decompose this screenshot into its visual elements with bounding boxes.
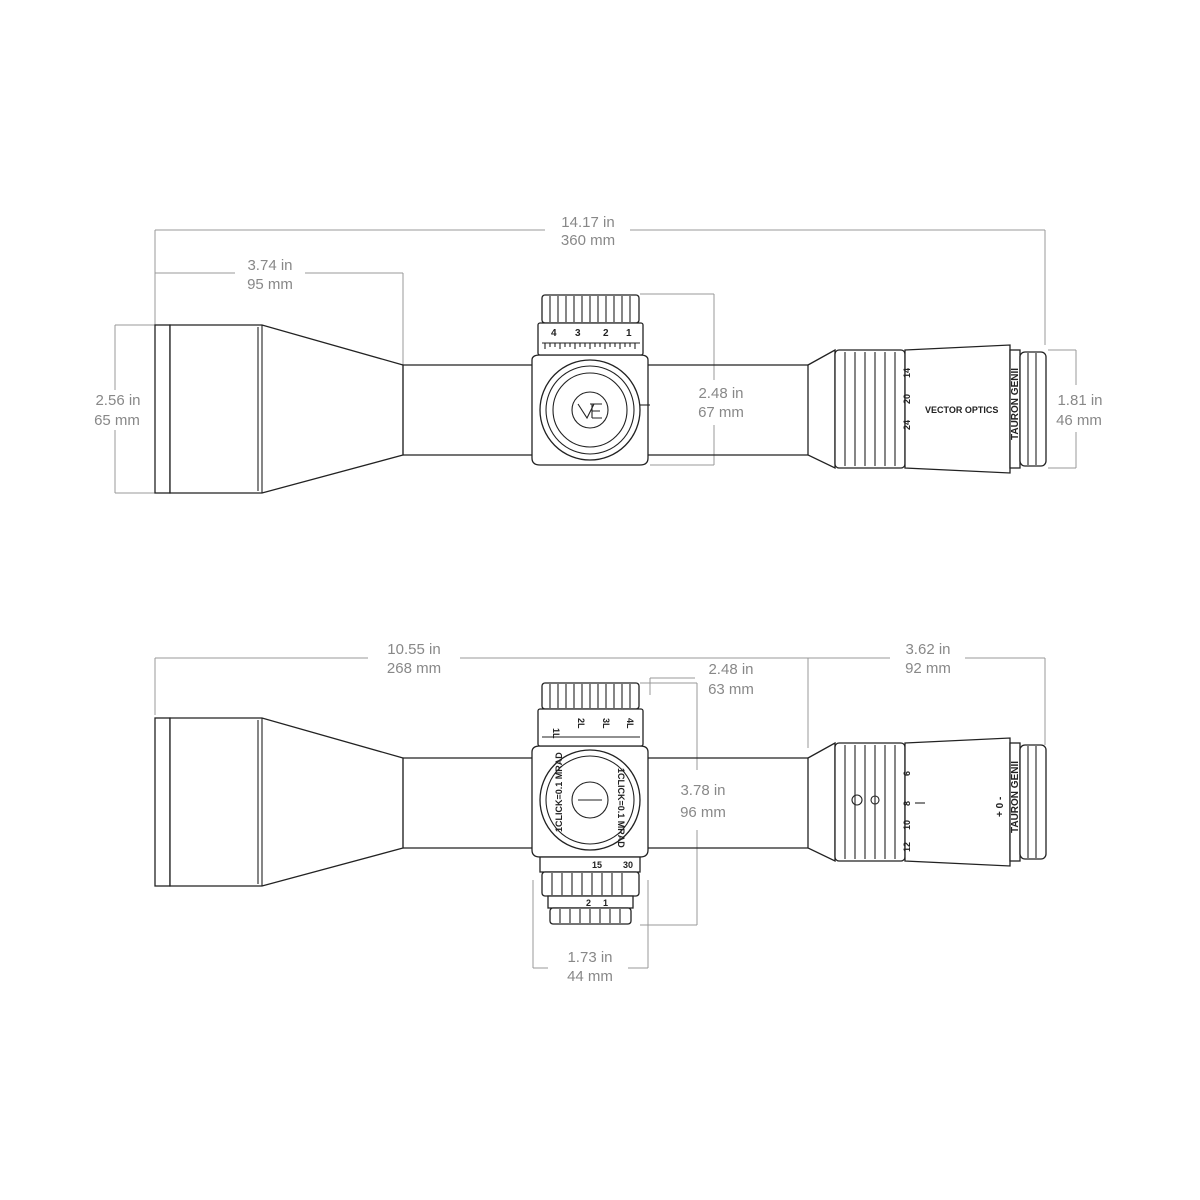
turret-width-mm: 44 mm (567, 968, 613, 985)
objective-length-in: 3.74 in (247, 257, 292, 274)
illum-mark: 1 (603, 898, 608, 908)
turret-height-in: 3.78 in (680, 782, 725, 799)
main-tube-side (402, 741, 836, 863)
zoom-mark: 6 (902, 771, 912, 776)
front-length-mm: 268 mm (387, 660, 441, 677)
turret-height-dimension (640, 682, 698, 926)
zoom-mark: 24 (902, 420, 912, 430)
turret-mark: 2L (576, 718, 586, 729)
turret-offset-dimension (649, 677, 695, 695)
click-text: 1CLICK=0.1 MRAD (554, 752, 564, 832)
click-text: 1CLICK=0.1 MRAD (616, 768, 626, 848)
zoom-mark: 20 (902, 394, 912, 404)
turret-number: 1 (626, 328, 632, 339)
turret-number: 2 (603, 328, 609, 339)
eyepiece-diameter-in: 1.81 in (1057, 392, 1102, 409)
objective-diameter-mm: 65 mm (94, 412, 140, 429)
parallax-mark: 30 (623, 860, 633, 870)
turret-number: 4 (551, 328, 557, 339)
turret-mark: 3L (601, 718, 611, 729)
rear-length-dimension (808, 657, 1046, 745)
turret-mark: 4L (625, 718, 635, 729)
screw-icon (851, 794, 863, 806)
zoom-mark: 14 (902, 368, 912, 378)
side-turret: 1L 2L 3L 4L 1CLICK=0.1 MRAD 1CLICK=0.1 M… (531, 682, 649, 925)
parallax-mark: 15 (592, 860, 602, 870)
brand-text: VECTOR OPTICS (925, 405, 998, 415)
overall-length-mm: 360 mm (561, 232, 615, 249)
top-turret: 4 3 2 1 (531, 294, 650, 466)
rear-length-mm: 92 mm (905, 660, 951, 677)
turret-height-dimension (640, 293, 715, 466)
brand-logo-icon (577, 403, 602, 420)
objective-bell-side (154, 717, 404, 887)
front-length-in: 10.55 in (387, 641, 440, 658)
zoom-mark: 10 (902, 820, 912, 830)
top-view: 4 3 2 1 14 20 24 VECTOR OPTICS TAURON GE… (94, 214, 1103, 494)
turret-height-in: 2.48 in (698, 385, 743, 402)
eyepiece-diameter-dimension (1048, 349, 1077, 469)
front-length-dimension (154, 657, 809, 748)
eyepiece-diameter-mm: 46 mm (1056, 412, 1102, 429)
objective-length-mm: 95 mm (247, 276, 293, 293)
model-text: TAURON GENII (1010, 368, 1021, 440)
side-view: 1L 2L 3L 4L 1CLICK=0.1 MRAD 1CLICK=0.1 M… (154, 641, 1047, 985)
model-text: TAURON GENII (1010, 761, 1021, 833)
overall-length-dimension (154, 229, 1046, 345)
turret-number: 3 (575, 328, 581, 339)
eyepiece: 14 20 24 VECTOR OPTICS TAURON GENII (834, 344, 1047, 474)
zoom-mark: 8 (902, 801, 912, 806)
objective-diameter-dimension (114, 324, 155, 494)
rear-length-in: 3.62 in (905, 641, 950, 658)
zoom-mark: 12 (902, 842, 912, 852)
turret-width-dimension (532, 880, 649, 969)
turret-mark: 1L (551, 728, 561, 739)
overall-length-in: 14.17 in (561, 214, 614, 231)
objective-diameter-in: 2.56 in (95, 392, 140, 409)
objective-length-dimension (155, 272, 404, 365)
turret-height-mm: 96 mm (680, 804, 726, 821)
objective-bell (154, 324, 404, 494)
main-tube (402, 348, 836, 470)
turret-width-in: 1.73 in (567, 949, 612, 966)
turret-offset-mm: 63 mm (708, 681, 754, 698)
screw-icon (870, 795, 880, 805)
diopter-text: + 0 - (995, 797, 1006, 817)
eyepiece-side: 6 8 10 12 + 0 - TAURON GENII (834, 737, 1047, 867)
illum-mark: 2 (586, 898, 591, 908)
turret-height-mm: 67 mm (698, 404, 744, 421)
turret-offset-in: 2.48 in (708, 661, 753, 678)
